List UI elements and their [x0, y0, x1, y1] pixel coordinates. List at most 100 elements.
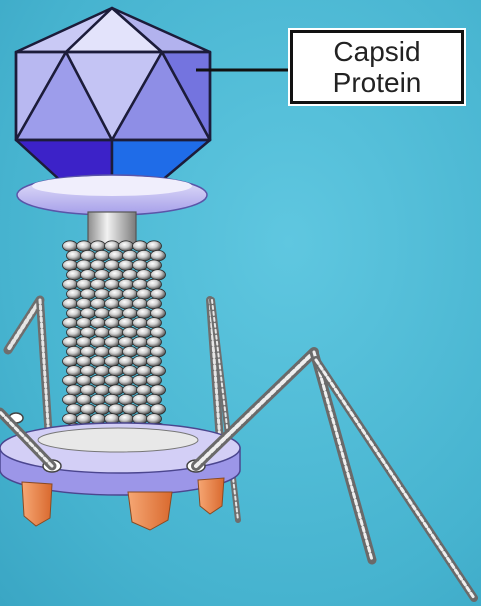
sheath-ring: [123, 385, 138, 395]
sheath-ring: [137, 289, 152, 299]
sheath-ring: [123, 270, 138, 280]
sheath-ring: [77, 375, 92, 385]
sheath-ring: [81, 385, 96, 395]
sheath-ring: [123, 289, 138, 299]
sheath-ring: [123, 346, 138, 356]
sheath-ring: [91, 260, 106, 270]
sheath-ring: [119, 375, 134, 385]
sheath-ring: [137, 270, 152, 280]
sheath-ring: [123, 327, 138, 337]
sheath-ring: [77, 318, 92, 328]
sheath-ring: [119, 298, 134, 308]
sheath-ring: [109, 289, 124, 299]
sheath-ring: [119, 260, 134, 270]
capsid-protein-label: Capsid Protein: [290, 30, 464, 104]
sheath-ring: [77, 260, 92, 270]
sheath-ring: [137, 385, 152, 395]
sheath-ring: [133, 241, 148, 251]
sheath-ring: [63, 241, 78, 251]
sheath-ring: [95, 366, 110, 376]
sheath-ring: [95, 404, 110, 414]
sheath-ring: [105, 394, 120, 404]
sheath-ring: [105, 241, 120, 251]
sheath-ring: [147, 337, 162, 347]
callout-line-1: Capsid: [333, 36, 420, 67]
sheath-ring: [81, 346, 96, 356]
sheath-ring: [151, 250, 166, 260]
sheath-ring: [147, 241, 162, 251]
sheath-ring: [109, 327, 124, 337]
sheath-ring: [133, 279, 148, 289]
callout-line-2: Protein: [333, 67, 422, 98]
sheath-ring: [95, 289, 110, 299]
sheath-ring: [63, 260, 78, 270]
sheath-ring: [91, 356, 106, 366]
sheath-ring: [105, 279, 120, 289]
sheath-ring: [133, 394, 148, 404]
sheath-ring: [109, 346, 124, 356]
sheath-ring: [63, 394, 78, 404]
sheath-ring: [105, 318, 120, 328]
sheath-ring: [119, 241, 134, 251]
sheath-ring: [77, 241, 92, 251]
sheath-ring: [119, 394, 134, 404]
sheath-ring: [67, 346, 82, 356]
sheath-ring: [119, 337, 134, 347]
sheath-ring: [91, 279, 106, 289]
sheath-ring: [109, 366, 124, 376]
sheath-ring: [109, 308, 124, 318]
sheath-ring: [137, 327, 152, 337]
sheath-ring: [105, 375, 120, 385]
sheath-ring: [147, 394, 162, 404]
sheath-ring: [77, 394, 92, 404]
capsid-head: [16, 8, 210, 182]
sheath-ring: [63, 279, 78, 289]
sheath-ring: [123, 366, 138, 376]
sheath-ring: [133, 337, 148, 347]
sheath-ring: [119, 318, 134, 328]
sheath-ring: [109, 250, 124, 260]
sheath-ring: [95, 346, 110, 356]
sheath-ring: [119, 279, 134, 289]
sheath-ring: [77, 337, 92, 347]
sheath-ring: [147, 260, 162, 270]
sheath-ring: [109, 385, 124, 395]
sheath-ring: [63, 337, 78, 347]
sheath-ring: [95, 250, 110, 260]
sheath-ring: [77, 298, 92, 308]
sheath-ring: [95, 270, 110, 280]
sheath-ring: [91, 337, 106, 347]
sheath-ring: [137, 346, 152, 356]
sheath-ring: [123, 404, 138, 414]
sheath-ring: [151, 289, 166, 299]
sheath-ring: [147, 375, 162, 385]
sheath-ring: [67, 250, 82, 260]
sheath-ring: [105, 260, 120, 270]
sheath-ring: [123, 250, 138, 260]
sheath-ring: [109, 270, 124, 280]
sheath-ring: [151, 308, 166, 318]
sheath-ring: [151, 327, 166, 337]
sheath-ring: [105, 298, 120, 308]
sheath-ring: [123, 308, 138, 318]
sheath-ring: [137, 404, 152, 414]
sheath-ring: [137, 308, 152, 318]
sheath-ring: [147, 414, 162, 424]
sheath-ring: [119, 356, 134, 366]
sheath-ring: [95, 308, 110, 318]
sheath-ring: [133, 375, 148, 385]
sheath-ring: [95, 327, 110, 337]
sheath-ring: [81, 270, 96, 280]
sheath-ring: [91, 318, 106, 328]
tail-sheath: [63, 241, 166, 443]
sheath-ring: [109, 404, 124, 414]
sheath-ring: [63, 298, 78, 308]
sheath-ring: [63, 356, 78, 366]
tail-neck: [88, 212, 136, 244]
sheath-ring: [91, 414, 106, 424]
sheath-ring: [81, 366, 96, 376]
sheath-ring: [91, 298, 106, 308]
sheath-ring: [137, 366, 152, 376]
sheath-ring: [151, 346, 166, 356]
